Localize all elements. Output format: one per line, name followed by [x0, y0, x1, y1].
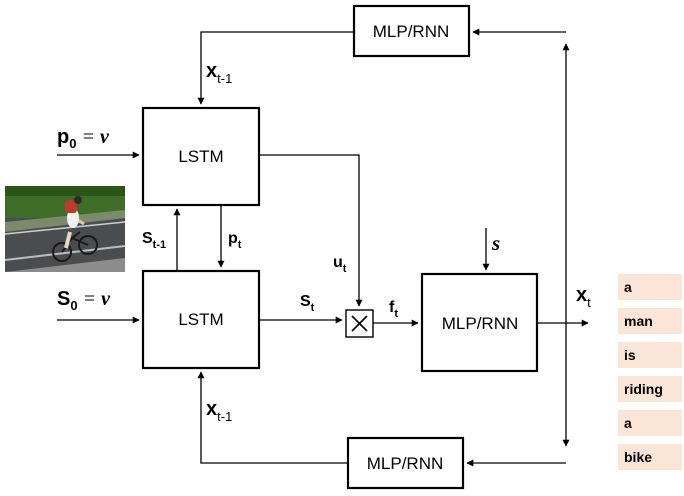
- cyclist-photo: [5, 186, 125, 272]
- caption-word: is: [624, 347, 636, 363]
- caption-word-cell: [616, 340, 684, 370]
- caption-word: a: [624, 415, 632, 431]
- caption-word-column: a man is riding a bike: [616, 272, 684, 472]
- bottom-mlp-rnn-block: [346, 436, 465, 490]
- caption-word: bike: [624, 449, 652, 465]
- caption-word: riding: [624, 381, 663, 397]
- f-t-label: ft: [389, 299, 398, 320]
- p-t-label: pt: [228, 230, 242, 251]
- bottom-mlp-rnn-label: MLP/RNN: [367, 454, 444, 473]
- upper-lstm-block: [141, 106, 261, 207]
- caption-word: man: [624, 313, 653, 329]
- wire-top-mlp-to-lstm: [197, 31, 354, 105]
- s-input-label: s: [491, 231, 500, 255]
- caption-word: a: [624, 279, 632, 295]
- u-t-label: ut: [333, 254, 347, 275]
- top-mlp-rnn-block: [352, 4, 471, 58]
- x-t-1-top-label: xt-1: [206, 60, 232, 86]
- right-mlp-rnn-label: MLP/RNN: [442, 314, 519, 333]
- upper-lstm-label: LSTM: [178, 147, 223, 166]
- caption-word-cell: [616, 442, 684, 472]
- wire-ut: [259, 154, 363, 307]
- p0-equals-v-label: p0 = v: [57, 126, 110, 151]
- right-mlp-rnn-block: [420, 272, 539, 373]
- top-mlp-rnn-label: MLP/RNN: [373, 22, 450, 41]
- x-t-output-label: xt: [576, 284, 591, 310]
- caption-word-cell: [616, 272, 684, 302]
- caption-word-cell: [616, 408, 684, 438]
- wire-bottom-mlp-to-lstm: [197, 371, 348, 464]
- s0-equals-v-label: S0 = v: [57, 288, 111, 313]
- lower-lstm-block: [141, 269, 261, 370]
- multiply-cross-icon: [351, 315, 368, 332]
- s-t-label: St: [300, 293, 315, 314]
- caption-word-cell: [616, 374, 684, 404]
- caption-word-cell: [616, 306, 684, 336]
- lower-lstm-label: LSTM: [178, 310, 223, 329]
- x-t-1-bottom-label: xt-1: [206, 398, 232, 424]
- s-t-1-label: St-1: [142, 230, 166, 251]
